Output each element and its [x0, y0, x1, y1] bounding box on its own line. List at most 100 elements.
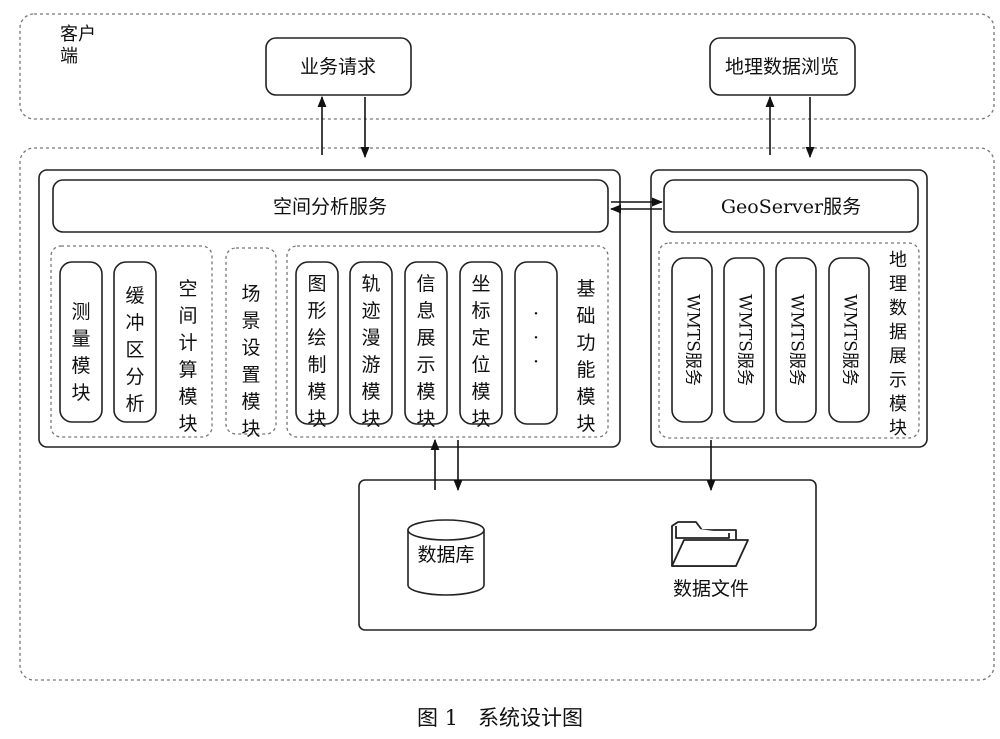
vertical-char: 空 — [178, 278, 197, 300]
vertical-char: 模 — [576, 386, 595, 408]
vertical-char: 区 — [125, 339, 144, 361]
vertical-char: 模 — [178, 386, 197, 408]
vertical-char: 块 — [241, 418, 260, 440]
wmts-service-label-3: WMTS服务 — [787, 294, 807, 386]
data-files-label: 数据文件 — [673, 578, 749, 600]
wmts-service-box-3 — [775, 257, 817, 423]
wmts-service-label-4: WMTS服务 — [840, 294, 860, 386]
vertical-char: 量 — [71, 328, 90, 350]
vertical-char: 模 — [361, 381, 380, 403]
vertical-char: 模 — [416, 381, 435, 403]
geoserver-service-box — [663, 179, 919, 233]
vertical-char: 模 — [471, 381, 490, 403]
vertical-char: 定 — [471, 327, 490, 349]
spatial-analysis-service-box — [52, 179, 609, 233]
vertical-char: 能 — [576, 359, 595, 381]
vertical-char: 间 — [178, 305, 197, 327]
geo-display-group — [658, 242, 920, 439]
vertical-char: 游 — [361, 354, 380, 376]
vertical-char: 块 — [471, 408, 490, 430]
spatial-calc-group — [50, 245, 213, 438]
vertical-char: 示 — [416, 354, 435, 376]
buffer-analysis-box — [113, 261, 157, 423]
spatial-analysis-service-label: 空间分析服务 — [273, 196, 387, 218]
vertical-char: 示 — [889, 370, 907, 391]
vertical-char: 模 — [71, 355, 90, 377]
vertical-char: 数 — [889, 298, 907, 319]
business-request-label: 业务请求 — [300, 56, 376, 78]
vertical-char: 息 — [416, 300, 435, 322]
vertical-char: 缓 — [125, 285, 144, 307]
vertical-char: 测 — [71, 301, 90, 323]
vertical-char: 算 — [178, 359, 197, 381]
database-label: 数据库 — [417, 544, 474, 566]
figure-caption: 图 1 系统设计图 — [417, 706, 583, 730]
vertical-char: 景 — [241, 310, 260, 332]
vertical-char: 模 — [241, 391, 260, 413]
vertical-char: 块 — [71, 382, 90, 404]
wmts-service-label-1: WMTS服务 — [683, 294, 703, 386]
vertical-char: 设 — [241, 337, 260, 359]
vertical-char: · — [533, 303, 539, 325]
graphic-draw-box — [295, 261, 339, 425]
track-roam-box — [349, 261, 393, 425]
vertical-char: 块 — [361, 408, 380, 430]
vertical-char: 析 — [125, 393, 144, 415]
vertical-char: 块 — [307, 408, 326, 430]
vertical-char: 地 — [889, 250, 907, 271]
info-display-box — [404, 261, 448, 425]
server-region — [19, 147, 995, 681]
vertical-char: 迹 — [361, 300, 380, 322]
business-request-box — [265, 37, 412, 96]
vertical-char: 块 — [178, 413, 197, 435]
vertical-char: 冲 — [125, 312, 144, 334]
vertical-char: 展 — [416, 327, 435, 349]
vertical-char: 坐 — [471, 273, 490, 295]
vertical-char: 场 — [241, 283, 260, 305]
vertical-char: 位 — [471, 354, 490, 376]
wmts-text: WMTS服务 — [735, 294, 755, 386]
wmts-service-label-2: WMTS服务 — [735, 294, 755, 386]
vertical-char: 块 — [416, 408, 435, 430]
wmts-text: WMTS服务 — [683, 294, 703, 386]
folder-icon — [671, 521, 749, 567]
vertical-char: 模 — [889, 394, 907, 415]
geoserver-service-label: GeoServer服务 — [721, 196, 861, 218]
client-label: 客户端 — [60, 24, 96, 67]
vertical-char: · — [533, 351, 539, 373]
vertical-char: 置 — [241, 364, 260, 386]
vertical-char: 据 — [889, 322, 907, 343]
vertical-char: 功 — [576, 332, 595, 354]
vertical-char: 理 — [889, 274, 907, 295]
vertical-char: 块 — [889, 418, 907, 439]
vertical-char: 绘 — [307, 327, 326, 349]
measure-module-box — [59, 261, 103, 423]
vertical-char: 块 — [576, 413, 595, 435]
vertical-char: 制 — [307, 354, 326, 376]
vertical-char: 基 — [576, 278, 595, 300]
wmts-service-box-1 — [671, 257, 713, 423]
vertical-char: 模 — [307, 381, 326, 403]
vertical-char: 形 — [307, 300, 326, 322]
geo-browse-box — [709, 37, 856, 96]
vertical-char: 分 — [125, 366, 144, 388]
ellipsis-box — [514, 261, 558, 425]
wmts-service-box-4 — [828, 257, 870, 423]
vertical-char: · — [533, 327, 539, 349]
vertical-char: 信 — [416, 273, 435, 295]
vertical-char: 图 — [307, 273, 326, 295]
vertical-char: 轨 — [361, 273, 380, 295]
vertical-char: 础 — [576, 305, 595, 327]
wmts-text: WMTS服务 — [840, 294, 860, 386]
vertical-char: 标 — [471, 300, 490, 322]
geo-browse-label: 地理数据浏览 — [725, 56, 839, 78]
